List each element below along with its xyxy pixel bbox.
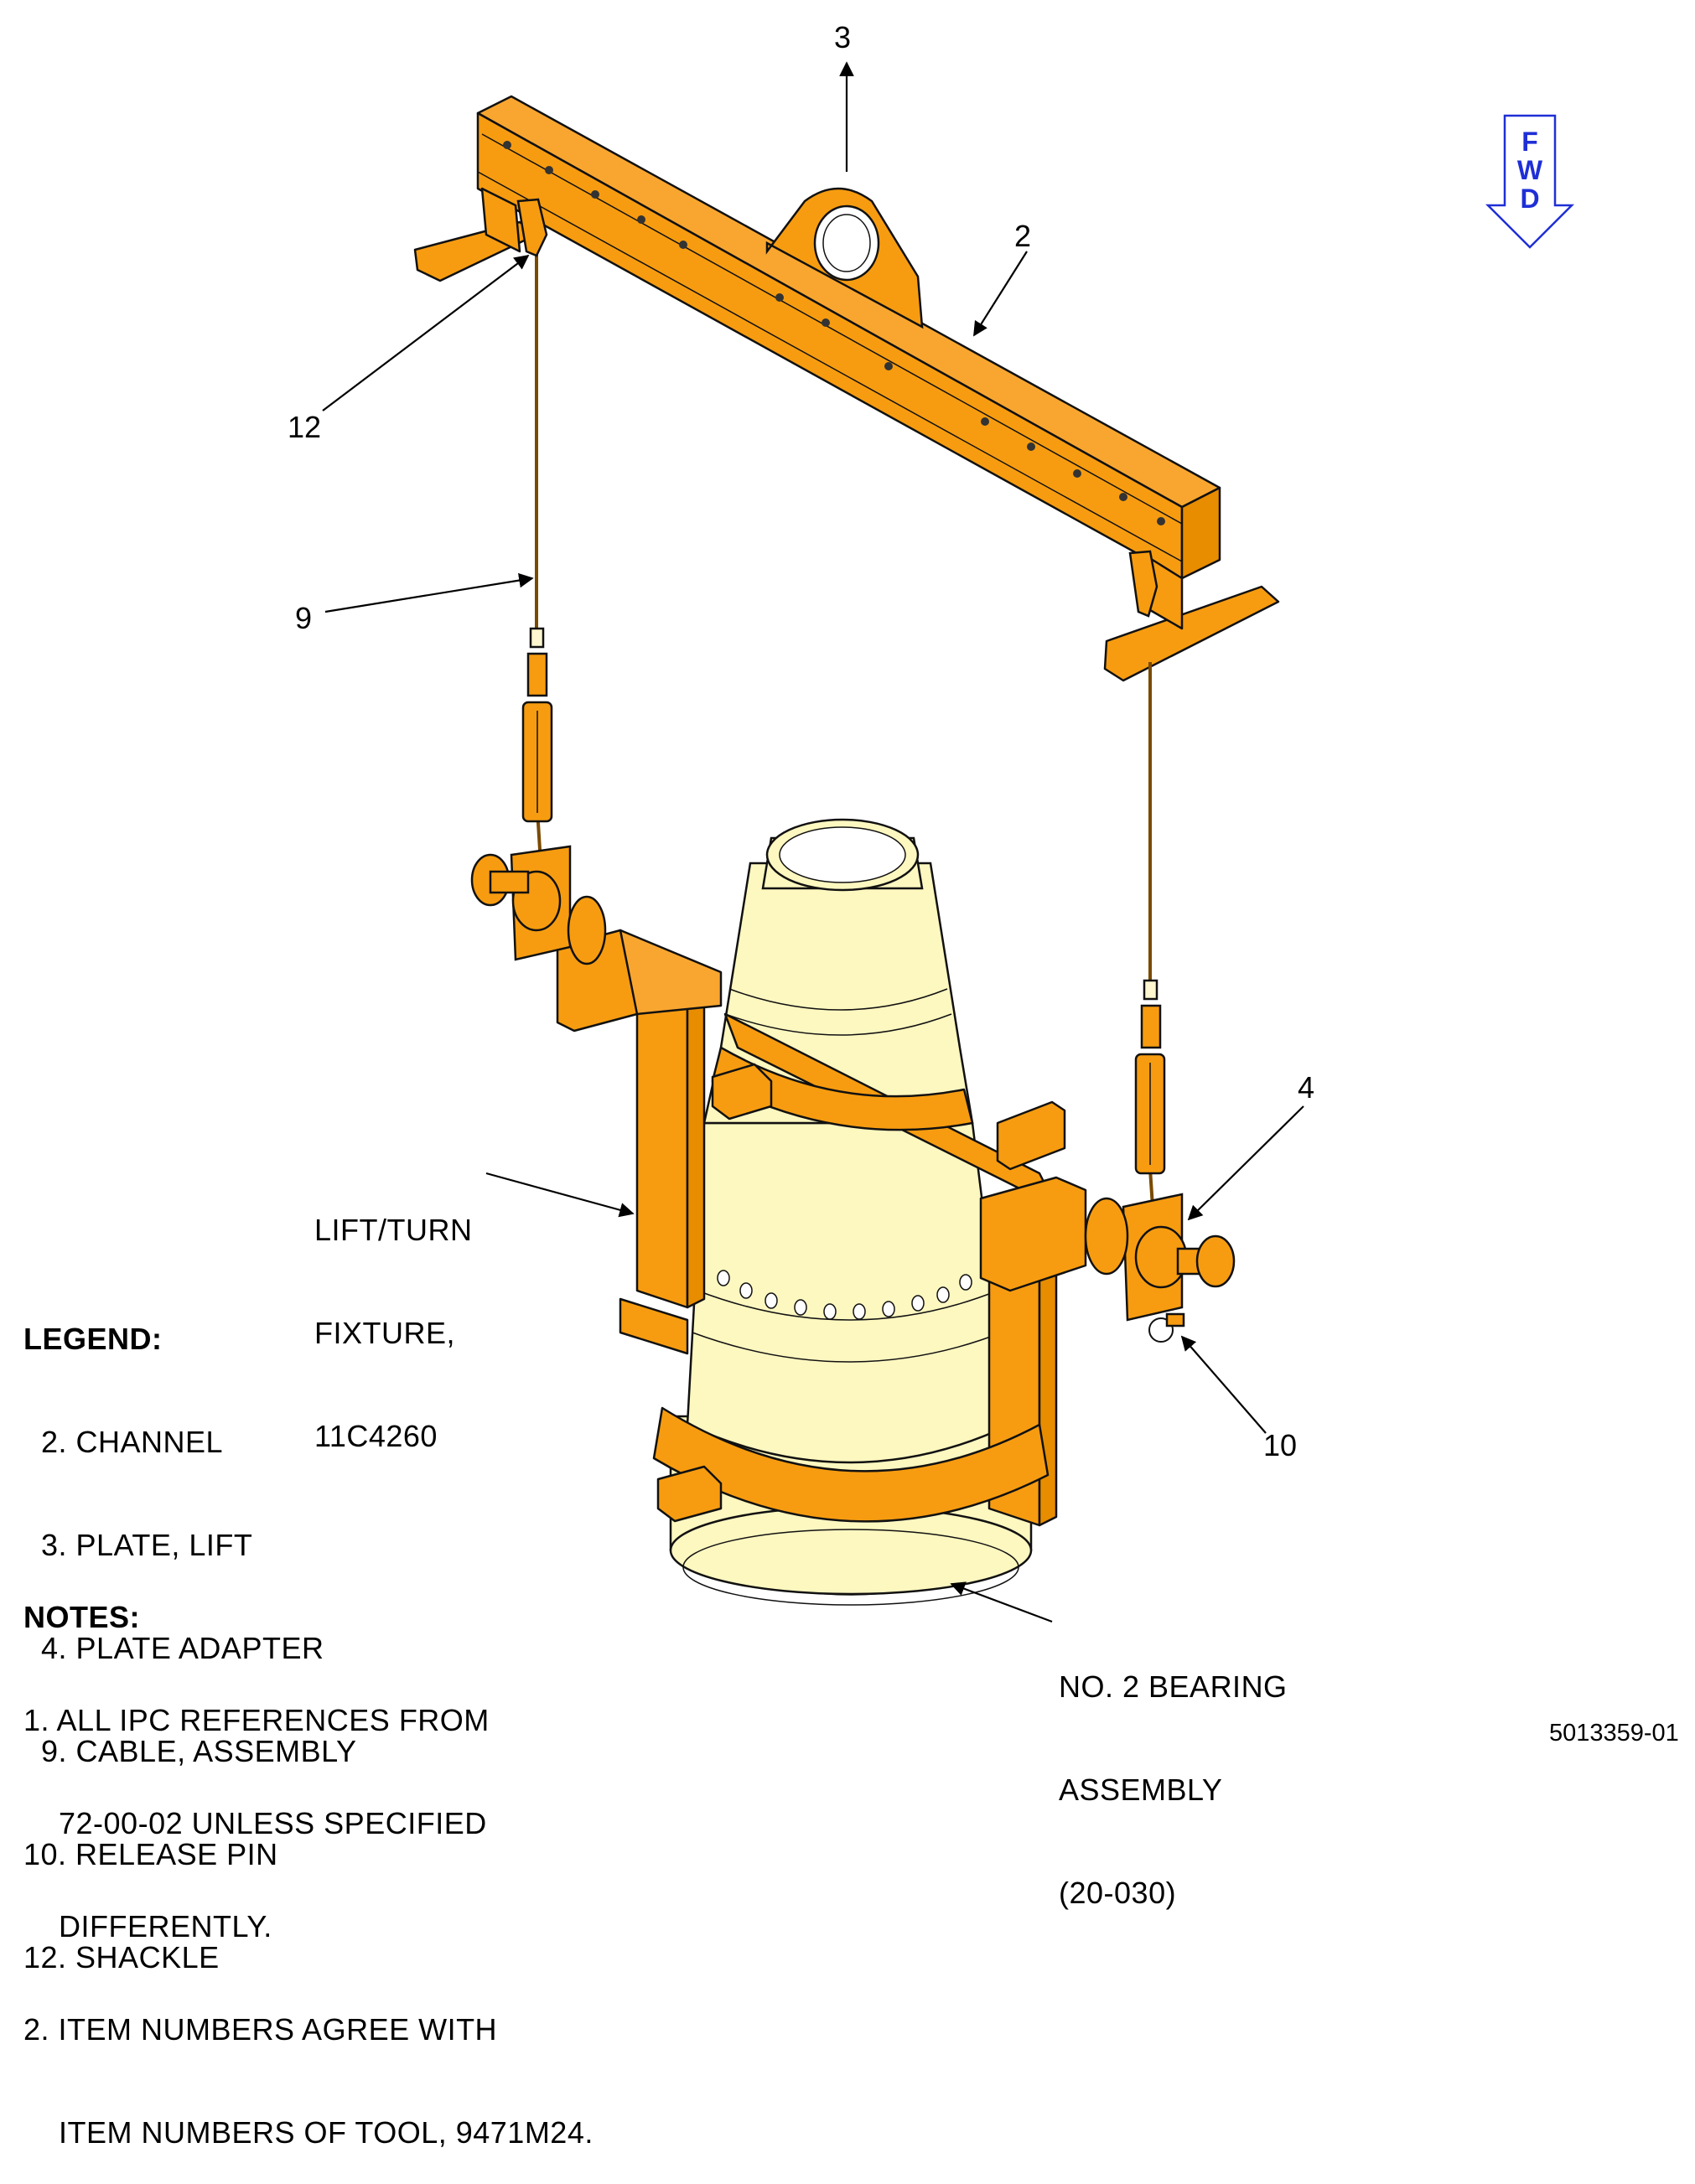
- bearing-label-line: (20-030): [1059, 1876, 1177, 1910]
- callout-3: 3: [834, 20, 852, 54]
- fixture-label-line: LIFT/TURN: [314, 1213, 473, 1247]
- fwd-letter-d: D: [1520, 184, 1540, 214]
- leader-fixture: [485, 1172, 635, 1218]
- callout-4: 4: [1298, 1070, 1315, 1105]
- notes-line: ITEM NUMBERS OF TOOL, 9471M24.: [23, 2115, 594, 2150]
- fixture-label: LIFT/TURN FIXTURE, 11C4260: [314, 1144, 473, 1488]
- legend-title: LEGEND:: [23, 1322, 163, 1356]
- cone-holes: [717, 1270, 972, 1320]
- legend-item: 3. PLATE, LIFT: [23, 1528, 253, 1562]
- notes-line: DIFFERENTLY.: [23, 1909, 272, 1943]
- notes-line: 72-00-02 UNLESS SPECIFIED: [23, 1806, 487, 1840]
- callout-2: 2: [1014, 219, 1032, 253]
- shackles: [516, 198, 1159, 618]
- assembly-illustration: [322, 61, 1575, 1623]
- leader-2: [973, 251, 1028, 337]
- legend-item: 4. PLATE ADAPTER: [23, 1631, 324, 1665]
- leader-9: [324, 572, 534, 613]
- leader-4: [1187, 1105, 1304, 1221]
- callout-10: 10: [1263, 1428, 1298, 1462]
- leader-12: [322, 254, 530, 411]
- fixture-label-line: FIXTURE,: [314, 1316, 456, 1350]
- channel-beam: [413, 95, 1280, 682]
- fixture-label-line: 11C4260: [314, 1419, 438, 1453]
- notes: NOTES: 1. ALL IPC REFERENCES FROM 72-00-…: [23, 1531, 594, 2184]
- fwd-letter-f: F: [1521, 127, 1538, 157]
- lift-plate: [765, 187, 924, 329]
- bearing-label-line: ASSEMBLY: [1059, 1773, 1223, 1807]
- notes-line: 2. ITEM NUMBERS AGREE WITH: [23, 2012, 498, 2047]
- beam-bolt-holes: [503, 141, 1165, 525]
- fwd-letter-w: W: [1516, 155, 1543, 185]
- turnbuckles: [521, 627, 1166, 1175]
- notes-title: NOTES:: [23, 1600, 141, 1634]
- bearing-assembly: [669, 818, 1033, 1606]
- notes-line: 1. ALL IPC REFERENCES FROM: [23, 1703, 490, 1737]
- legend-item: 2. CHANNEL: [23, 1425, 224, 1459]
- callout-9: 9: [295, 601, 313, 635]
- leader-lines: [322, 61, 1304, 1623]
- bearing-label-line: NO. 2 BEARING: [1059, 1669, 1288, 1704]
- leader-10: [1180, 1335, 1267, 1434]
- plate-adapters: [470, 845, 1236, 1343]
- callout-12: 12: [288, 410, 322, 444]
- bearing-label: NO. 2 BEARING ASSEMBLY (20-030): [1059, 1601, 1288, 1944]
- figure-id: 5013359-01: [1549, 1720, 1679, 1747]
- leader-bearing: [950, 1581, 1053, 1623]
- fwd-arrow-icon: [1485, 114, 1575, 249]
